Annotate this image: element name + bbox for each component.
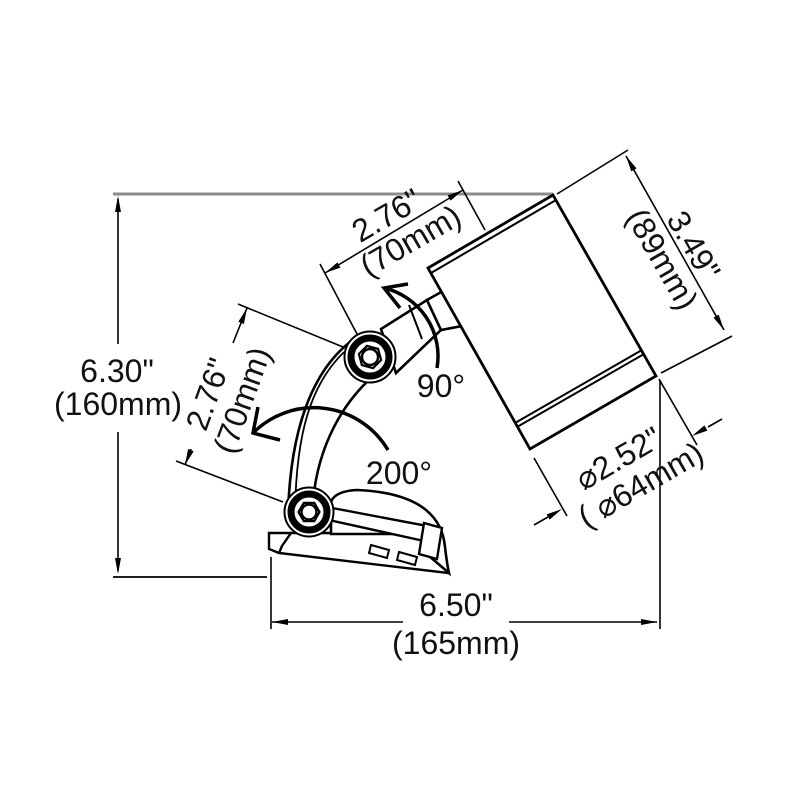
arrowhead-icon bbox=[238, 308, 247, 324]
arm-swing-arc bbox=[251, 405, 390, 451]
swivel-angle-label: 90° bbox=[417, 368, 465, 404]
dim-height-metric: (160mm) bbox=[54, 386, 182, 422]
dim-overall-height: 6.30" (160mm) bbox=[54, 196, 182, 574]
upper-joint-bolt bbox=[360, 347, 380, 367]
lower-joint-bolt bbox=[300, 503, 318, 521]
arrowhead-icon bbox=[626, 156, 637, 172]
dim-overall-depth: 6.50" (165mm) bbox=[270, 380, 661, 661]
extension-line bbox=[533, 457, 568, 517]
extension-line bbox=[457, 180, 486, 231]
base-plate-notch bbox=[267, 531, 291, 555]
arrowhead-icon bbox=[692, 425, 708, 436]
extension-line bbox=[556, 149, 629, 195]
dim-depth-inches: 6.50" bbox=[419, 587, 493, 623]
arrowhead-icon bbox=[115, 558, 121, 574]
dim-line bbox=[707, 418, 723, 428]
dim-line bbox=[533, 516, 549, 526]
arm-swing-indicator bbox=[250, 405, 390, 451]
head-body bbox=[426, 193, 658, 451]
arm-swing-angle-label: 200° bbox=[366, 455, 432, 491]
dim-depth-metric: (165mm) bbox=[392, 625, 520, 661]
swivel-angle-indicator bbox=[380, 282, 440, 369]
extension-line bbox=[175, 460, 284, 503]
dim-line bbox=[324, 189, 464, 274]
arrowhead-icon bbox=[272, 619, 288, 625]
dim-height-inches: 6.30" bbox=[80, 353, 154, 389]
clamp-screw-block bbox=[417, 521, 444, 561]
arrowhead-icon bbox=[641, 619, 657, 625]
arm-swing-arrow-icon bbox=[250, 406, 281, 442]
head-bezel-line-inner bbox=[514, 349, 643, 424]
extension-line bbox=[319, 263, 358, 335]
extension-line bbox=[237, 303, 344, 348]
clamp-foot-right bbox=[395, 550, 419, 567]
arrowhead-icon bbox=[115, 196, 121, 212]
lower-hinge-joint bbox=[283, 486, 335, 538]
arrowhead-icon bbox=[447, 190, 463, 201]
extension-line bbox=[658, 378, 698, 446]
arrowhead-icon bbox=[546, 509, 562, 520]
arrowhead-icon bbox=[713, 314, 724, 330]
swivel-arc-arrow-icon bbox=[380, 282, 409, 310]
head-backplate-line bbox=[430, 199, 557, 274]
mounting-base bbox=[267, 488, 452, 577]
swivel-arc bbox=[383, 286, 440, 369]
arrowhead-icon bbox=[185, 449, 194, 465]
dim-line bbox=[625, 155, 725, 331]
upper-swivel-joint bbox=[343, 330, 397, 384]
clamp-foot-left bbox=[367, 543, 391, 560]
arm-inner-line bbox=[294, 351, 345, 515]
extension-line bbox=[660, 335, 733, 374]
lamp-head bbox=[426, 193, 658, 451]
arrowhead-icon bbox=[325, 262, 341, 273]
neck-stem-seam bbox=[408, 304, 423, 340]
head-bezel-line-outer bbox=[516, 353, 645, 428]
